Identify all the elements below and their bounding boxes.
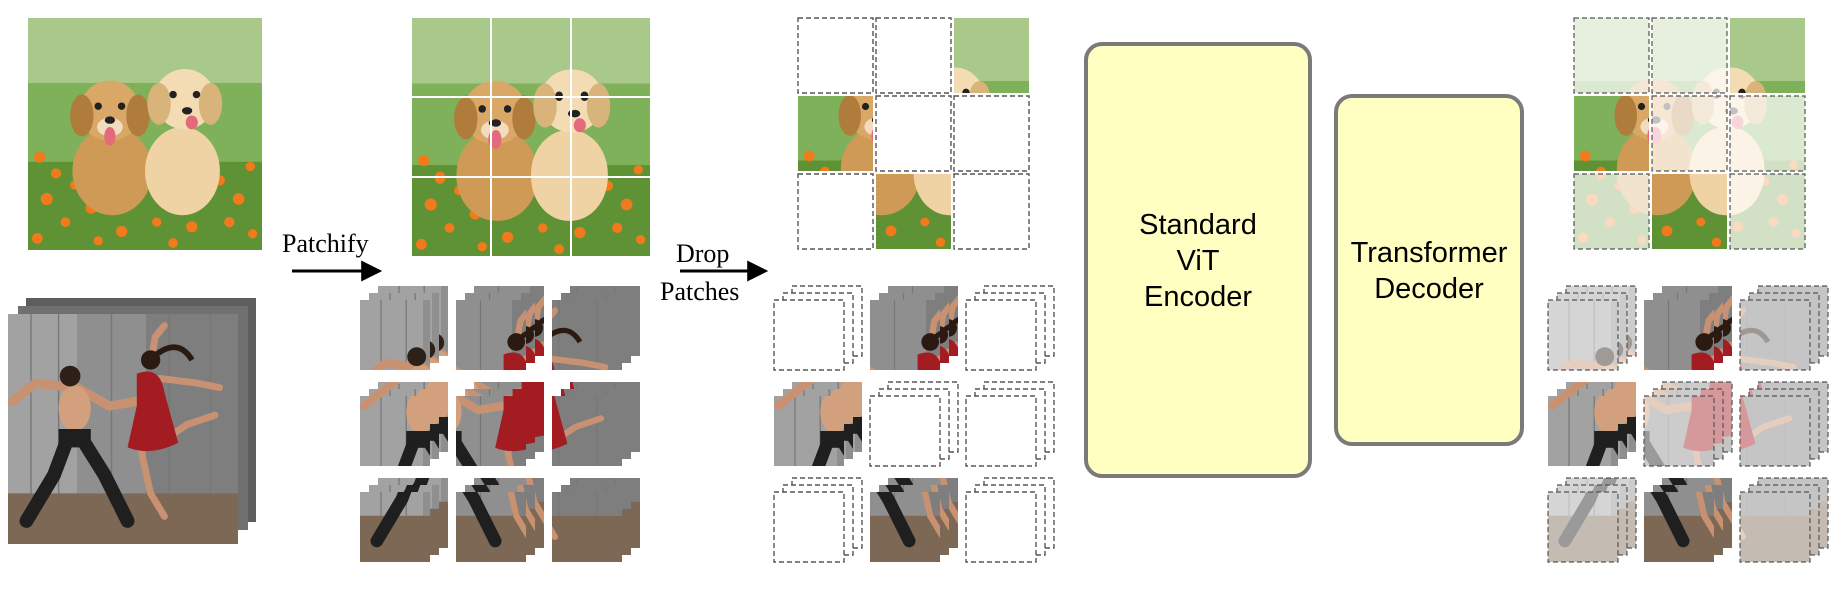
- reconstructed-overlay: [1651, 95, 1728, 172]
- masked-image-patch: [953, 95, 1030, 172]
- reconstructed-overlay: [1739, 395, 1811, 467]
- patchify-label: Patchify: [282, 229, 369, 258]
- encoder-label-line2: ViT: [1177, 245, 1220, 277]
- masked-video-patch: [965, 395, 1037, 467]
- reconstructed-overlay: [1573, 173, 1650, 250]
- masked-image-patch: [797, 17, 874, 94]
- masked-video-patch: [965, 299, 1037, 371]
- masked-image-patches: [797, 17, 1030, 250]
- masked-video-patch: [773, 491, 845, 563]
- drop-patches-step: Drop Patches: [660, 239, 769, 306]
- input-image: [28, 18, 262, 250]
- patchified-image: [412, 18, 650, 256]
- reconstructed-overlay: [1729, 173, 1806, 250]
- patchify-step: Patchify: [282, 229, 383, 282]
- masked-video-patch: [869, 395, 941, 467]
- reconstructed-image-patches: [1573, 17, 1806, 250]
- masked-image-patch: [953, 173, 1030, 250]
- reconstructed-overlay: [1547, 299, 1619, 371]
- reconstructed-overlay: [1739, 299, 1811, 371]
- masked-video-patch: [773, 299, 845, 371]
- decoder-label-line2: Decoder: [1374, 273, 1484, 305]
- vit-encoder-block: Standard ViT Encoder: [1084, 42, 1312, 478]
- masked-image-patch: [797, 173, 874, 250]
- reconstructed-overlay: [1547, 491, 1619, 563]
- reconstructed-overlay: [1739, 491, 1811, 563]
- input-video-frames: [8, 298, 256, 544]
- patchified-video: [360, 286, 640, 562]
- masked-image-patch: [875, 95, 952, 172]
- transformer-decoder-block: Transformer Decoder: [1334, 94, 1524, 446]
- drop-label-line1: Drop: [676, 239, 729, 268]
- reconstructed-overlay: [1573, 17, 1650, 94]
- reconstructed-overlay: [1729, 95, 1806, 172]
- reconstructed-video-patches: [1547, 285, 1829, 563]
- encoder-label-line3: Encoder: [1144, 281, 1252, 313]
- reconstructed-overlay: [1643, 395, 1715, 467]
- masked-video-patch: [965, 491, 1037, 563]
- masked-video-patches: [773, 285, 1055, 563]
- encoder-label-line1: Standard: [1139, 209, 1257, 241]
- drop-label-line2: Patches: [660, 277, 739, 306]
- decoder-label-line1: Transformer: [1351, 237, 1508, 269]
- reconstructed-overlay: [1651, 17, 1728, 94]
- masked-image-patch: [875, 17, 952, 94]
